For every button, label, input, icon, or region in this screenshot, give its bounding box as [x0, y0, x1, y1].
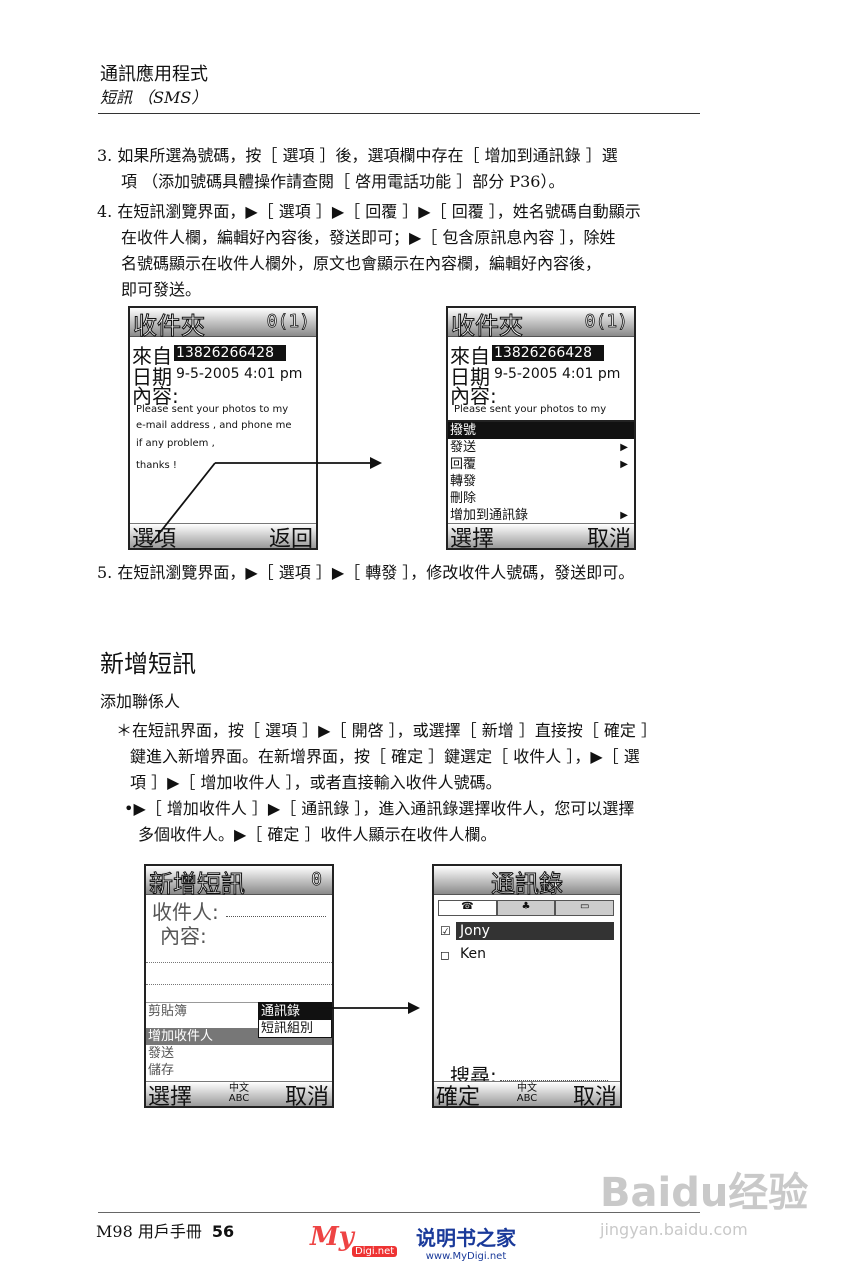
message-count: 0(1)	[584, 311, 628, 333]
message-line: Please sent your photos to my	[136, 404, 289, 415]
screen-title-bar: 收件夾 0(1)	[448, 308, 634, 341]
message-count: 0(1)	[266, 311, 310, 333]
chevron-right-icon: ▶	[620, 510, 628, 521]
content-divider	[146, 984, 332, 985]
menu-item-dial[interactable]: 撥號	[448, 422, 634, 439]
menu-item-send[interactable]: 發送▶	[450, 440, 628, 455]
submenu-item-sms-groups[interactable]: 短訊組別	[261, 1021, 314, 1036]
step-5-text: 5. 在短訊瀏覽界面，▶［ 選項 ］▶［ 轉發 ］，修改收件人號碼，發送即可。	[97, 563, 635, 582]
step-4-text: 4. 在短訊瀏覽界面，▶［ 選項 ］▶［ 回覆 ］▶［ 回覆 ］，姓名號碼自動顯…	[97, 202, 641, 299]
screen-title-bar: 通訊錄	[434, 866, 620, 899]
options-softkey[interactable]: 選項	[132, 521, 176, 548]
menu-item-add-to-contacts[interactable]: 增加到通訊錄▶	[450, 508, 628, 523]
content-label: 內容:	[450, 384, 497, 408]
group-icon[interactable]: ♣	[496, 900, 556, 916]
content-divider	[146, 962, 332, 963]
content-label: 內容:	[132, 384, 179, 408]
inbox-screen-options: 收件夾 0(1) 來自 13826266428 日期 9-5-2005 4:01…	[446, 306, 636, 550]
contact-item[interactable]: Ken	[460, 946, 486, 962]
message-count: 0	[311, 869, 323, 891]
options-menu: 撥號 發送▶ 回覆▶ 轉發 刪除 增加到通訊錄▶	[448, 420, 634, 524]
recipient-field[interactable]	[226, 916, 326, 917]
contact-item[interactable]: Jony	[456, 922, 614, 940]
section-title: 新增短訊	[100, 650, 196, 678]
screen-title: 通訊錄	[491, 870, 564, 899]
back-softkey[interactable]: 返回	[268, 527, 313, 550]
menu-item-reply[interactable]: 回覆▶	[450, 457, 628, 472]
date-label: 日期	[132, 365, 172, 389]
menu-item-forward[interactable]: 轉發	[450, 474, 477, 489]
header-subtitle: 短訊 （SMS）	[100, 88, 208, 107]
from-number[interactable]: 13826266428	[174, 345, 286, 361]
select-softkey[interactable]: 選擇	[148, 1085, 193, 1108]
cancel-softkey[interactable]: 取消	[586, 527, 631, 550]
screen-title-bar: 新增短訊 0	[146, 866, 332, 899]
connector-arrow	[149, 457, 382, 546]
recipient-label: 收件人:	[152, 900, 219, 924]
contacts-tabs: ☎ ♣ ▭	[438, 900, 615, 916]
soft-key-bar: 選擇 取消	[448, 523, 634, 548]
menu-item-delete[interactable]: 刪除	[450, 491, 477, 506]
page-number: 56	[211, 1222, 235, 1241]
from-number[interactable]: 13826266428	[492, 345, 604, 361]
connector-arrow	[318, 1002, 420, 1014]
section-subtitle: 添加聯係人	[100, 692, 181, 711]
soft-key-bar: 選項 返回	[130, 523, 316, 548]
date-value: 9-5-2005 4:01 pm	[176, 366, 303, 382]
from-label: 來自	[450, 344, 490, 368]
checked-checkbox-icon[interactable]: ☑	[440, 924, 451, 938]
screen-title-bar: 收件夾 0(1)	[130, 308, 316, 341]
message-line: e-mail address , and phone me	[136, 420, 292, 431]
screen-title: 新增短訊	[149, 870, 246, 899]
footer-divider	[98, 1212, 700, 1213]
compose-screen: 新增短訊 0 收件人: 內容: 剪貼簿 增加收件人 發送 儲存 通訊錄 短訊組別…	[144, 864, 334, 1108]
baidu-watermark: Baidu经验 jingyan.baidu.com	[600, 1170, 809, 1239]
message-line: if any problem ,	[136, 438, 215, 449]
header-title: 通訊應用程式	[100, 64, 208, 85]
menu-item-clipboard[interactable]: 剪貼簿	[148, 1004, 188, 1019]
cancel-softkey[interactable]: 取消	[284, 1085, 329, 1108]
phone-icon[interactable]: ☎	[438, 900, 497, 916]
inbox-screen-message: 收件夾 0(1) 來自 13826266428 日期 9-5-2005 4:01…	[128, 306, 318, 550]
step-3-text: 3. 如果所選為號碼，按［ 選項 ］後，選項欄中存在［ 增加到通訊錄 ］選 項 …	[97, 146, 618, 191]
from-label: 來自	[132, 344, 172, 368]
message-line: Please sent your photos to my	[454, 404, 607, 415]
sim-card-icon[interactable]: ▭	[555, 900, 615, 916]
select-softkey[interactable]: 選擇	[450, 527, 495, 550]
chevron-right-icon: ▶	[620, 442, 628, 453]
screen-title: 收件夾	[451, 312, 524, 341]
chevron-right-icon: ▶	[620, 459, 628, 470]
cancel-softkey[interactable]: 取消	[572, 1085, 617, 1108]
bullet-1-text: ＊在短訊界面，按［ 選項 ］▶［ 開啓 ］，或選擇［ 新增 ］直接按［ 確定 ］…	[116, 721, 657, 792]
date-value: 9-5-2005 4:01 pm	[494, 366, 621, 382]
menu-item-save[interactable]: 儲存	[148, 1063, 175, 1078]
submenu-item-contacts[interactable]: 通訊錄	[259, 1003, 331, 1020]
header-divider	[98, 113, 700, 114]
mydigi-logo: My Digi.net 说明书之家 www.MyDigi.net	[310, 1222, 516, 1262]
checkbox-icon[interactable]: ◻	[440, 948, 450, 962]
bullet-2-text: •▶［ 增加收件人 ］▶［ 通訊錄 ］，進入通訊錄選擇收件人，您可以選擇 多個收…	[124, 799, 635, 844]
content-label: 內容:	[160, 924, 207, 948]
date-label: 日期	[450, 365, 490, 389]
menu-item-add-recipient[interactable]: 增加收件人	[146, 1028, 332, 1045]
message-line: thanks !	[136, 460, 177, 471]
search-input[interactable]	[500, 1080, 608, 1081]
menu-item-send[interactable]: 發送	[148, 1046, 175, 1061]
ok-softkey[interactable]: 確定	[436, 1085, 481, 1108]
screen-title: 收件夾	[133, 312, 206, 341]
